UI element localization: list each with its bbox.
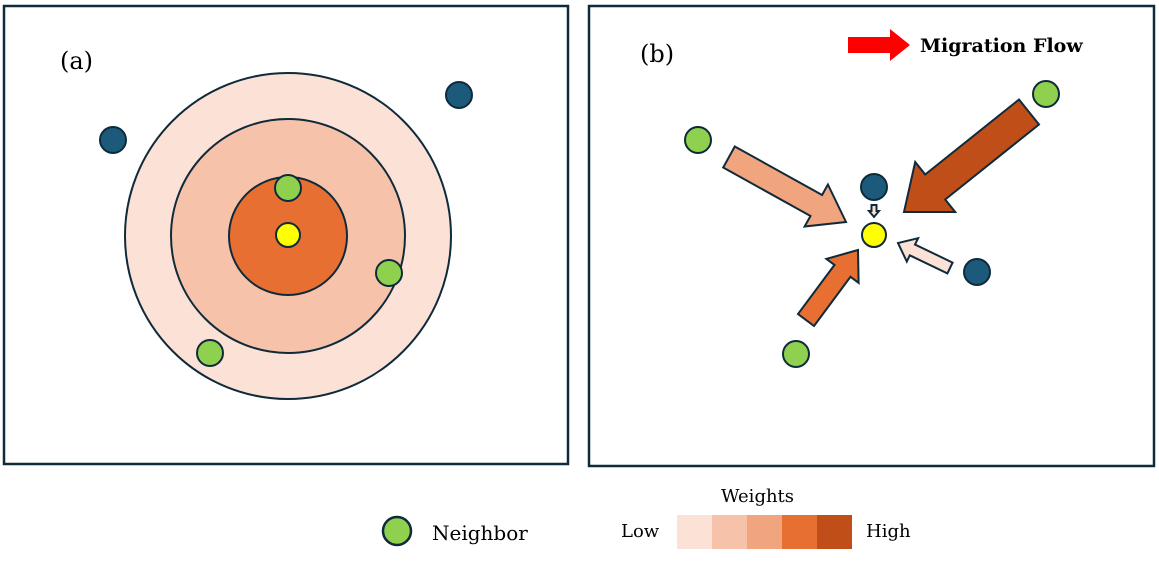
flow-arrow xyxy=(896,236,954,275)
flow-arrow xyxy=(866,204,882,219)
weight-swatch xyxy=(677,515,712,549)
neighbor-legend-icon xyxy=(381,515,413,547)
panel-a-label: (a) xyxy=(60,47,93,75)
weights-low-label: Low xyxy=(621,521,660,542)
weights-high-label: High xyxy=(866,521,911,542)
panel-b: (b) Migration Flow xyxy=(587,4,1156,468)
weight-swatch xyxy=(817,515,852,549)
weight-swatch xyxy=(712,515,747,549)
neighbor-legend-label: Neighbor xyxy=(432,521,528,545)
legend: Neighbor Weights Low High xyxy=(381,486,911,549)
neighbor-node xyxy=(1032,80,1060,108)
flow-arrow xyxy=(796,248,860,328)
neighbor-node xyxy=(684,126,712,154)
other-node xyxy=(860,173,888,201)
neighbor-node xyxy=(196,339,224,367)
center-node xyxy=(861,222,887,248)
migration-flow-label: Migration Flow xyxy=(920,35,1083,57)
flow-arrows xyxy=(721,98,1041,328)
other-node xyxy=(445,81,473,109)
neighbor-node xyxy=(375,259,403,287)
weights-title: Weights xyxy=(721,486,794,507)
weight-swatch xyxy=(782,515,817,549)
flow-arrow xyxy=(721,145,848,228)
weight-swatch xyxy=(747,515,782,549)
weight-scale xyxy=(677,515,852,549)
migration-flow-key-arrow xyxy=(848,29,910,61)
neighbor-node xyxy=(782,340,810,368)
other-node xyxy=(963,258,991,286)
panel-b-label: (b) xyxy=(640,40,674,68)
other-node xyxy=(99,126,127,154)
flow-arrow xyxy=(902,98,1041,213)
panel-a: (a) xyxy=(2,4,570,466)
neighbor-node xyxy=(274,174,302,202)
center-node xyxy=(275,222,301,248)
